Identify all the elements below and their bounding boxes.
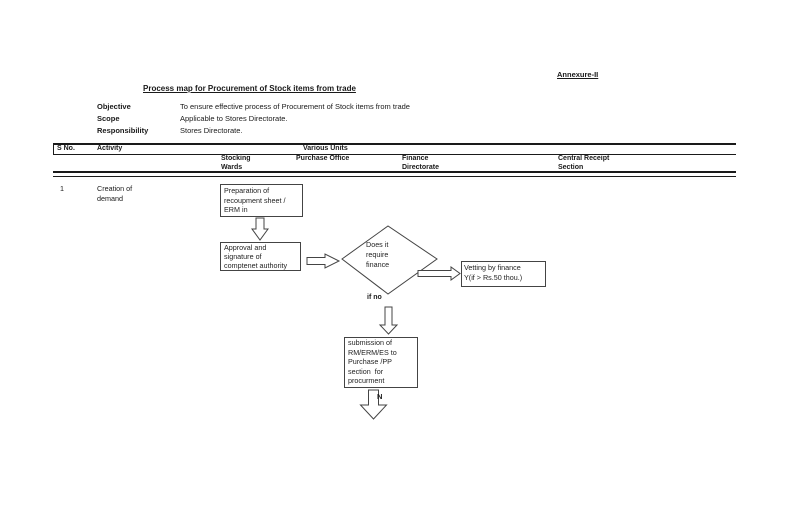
scope-label: Scope <box>97 114 120 123</box>
decision-line2: require <box>366 250 389 259</box>
flow-box-submission-line2: RM/ERM/ES to <box>348 347 397 357</box>
col-header-central-receipt: Central Receipt <box>558 155 610 162</box>
row1-sno: 1 <box>60 184 64 193</box>
decision-line1: Does it <box>366 240 389 249</box>
responsibility-label: Responsibility <box>97 126 149 135</box>
n-label: N <box>377 392 383 401</box>
flow-box-submission-line3: Purchase /PP <box>348 357 392 367</box>
objective-value: To ensure effective process of Procureme… <box>180 102 410 111</box>
table-double-rule-thick <box>53 171 736 173</box>
scope-value: Applicable to Stores Directorate. <box>180 114 288 123</box>
col-header-stocking: Stocking <box>221 155 251 162</box>
flow-box-approval: Approval and signature of comptenet auth… <box>220 242 301 271</box>
flow-box-approval-line3: comptenet authority <box>224 261 288 270</box>
flow-box-vetting: Vetting by finance Y(if > Rs.50 thou.) <box>461 261 546 287</box>
objective-label: Objective <box>97 102 131 111</box>
decision-diamond <box>341 225 438 295</box>
decision-line3: finance <box>366 260 390 269</box>
col-header-activity: Activity <box>97 145 123 152</box>
col-header-various-units: Various Units <box>303 145 348 152</box>
arrow-right-icon-approval-to-decision <box>306 253 341 269</box>
page-title: Process map for Procurement of Stock ite… <box>143 84 356 93</box>
arrow-right-icon-decision-to-vetting <box>417 266 461 281</box>
flow-box-approval-line1: Approval and <box>224 243 267 252</box>
flow-box-submission-line5: procurment <box>348 376 385 386</box>
col-header-purchase-office: Purchase Office <box>296 155 350 162</box>
decision-diamond-text: Does it require finance <box>366 240 389 270</box>
flow-box-vetting-line1: Vetting by finance <box>464 263 521 272</box>
flow-box-submission: submission of RM/ERM/ES to Purchase /PP … <box>344 337 418 388</box>
flow-box-submission-line4: section for <box>348 366 384 376</box>
flow-box-vetting-line2: Y(if > Rs.50 thou.) <box>464 272 523 282</box>
col-header-wards: Wards <box>221 164 243 171</box>
table-left-rule <box>53 143 54 155</box>
flow-box-preparation-line3: ERM in <box>224 205 248 215</box>
arrow-down-icon-prep-to-approval <box>251 217 269 241</box>
arrow-down-icon-below-submission <box>359 389 388 420</box>
flow-box-preparation-line2: recoupment sheet / <box>224 195 286 205</box>
table-top-rule <box>53 143 736 145</box>
row1-activity-line2: demand <box>97 194 123 203</box>
table-double-rule-thin <box>53 176 736 177</box>
arrow-down-icon-decision-to-submission <box>378 306 399 335</box>
table-header-rule <box>53 154 736 155</box>
flow-box-submission-line1: submission of <box>348 338 392 347</box>
col-header-directorate: Directorate <box>402 164 439 171</box>
if-no-label: if no <box>367 294 382 301</box>
col-header-finance: Finance <box>402 155 429 162</box>
flow-box-preparation: Preparation of recoupment sheet / ERM in <box>220 184 303 217</box>
responsibility-value: Stores Directorate. <box>180 126 243 135</box>
col-header-section: Section <box>558 164 584 171</box>
annexure-label: Annexure-II <box>557 70 599 79</box>
flow-box-approval-line2: signature of <box>224 252 262 261</box>
col-header-sno: S No. <box>57 145 75 152</box>
row1-activity-line1: Creation of <box>97 184 133 193</box>
flow-box-preparation-line1: Preparation of <box>224 186 270 195</box>
